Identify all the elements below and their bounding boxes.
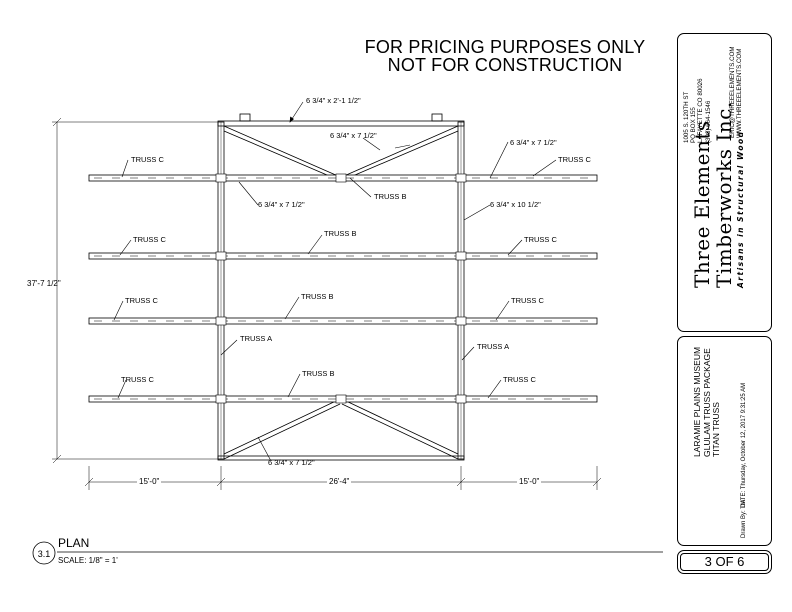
label-brace-top: 6 3/4" x 7 1/2" [330,131,377,140]
bottom-chord [217,455,465,461]
dim-left: 15'-0" [137,477,162,486]
plan-title: PLAN [58,536,90,550]
title-block-company [677,33,772,332]
project-description: LARAMIE PLAINS MUSEUM GLULAM TRUSS PACKA… [692,347,722,457]
label-truss-c-4r: TRUSS C [503,375,536,384]
label-col-right: 6 3/4" x 10 1/2" [490,200,541,209]
label-brace-bottom: 6 3/4" x 7 1/2" [268,458,315,467]
company-website: WWW.THREEELEMENTS.COM [736,48,744,138]
drawing-date: DATE: Thursday, October 12, 2017 9:31:25… [741,382,747,508]
label-truss-c-2r: TRUSS C [524,235,557,244]
label-truss-b-3: TRUSS B [301,292,334,301]
label-beam-top: 6 3/4" x 2'-1 1/2" [306,96,361,105]
truss-row-2 [88,252,598,260]
dim-overall-vertical: 37'-7 1/2" [27,279,61,288]
label-left-mid: 6 3/4" x 7 1/2" [258,200,305,209]
bottom-brace-left [223,399,341,460]
top-header-beam [217,120,465,127]
title-block-project [677,336,772,546]
label-truss-a-right: TRUSS A [477,342,510,351]
label-truss-c-1r: TRUSS C [558,155,591,164]
company-name-line-1: Three Elements [690,120,714,288]
label-truss-c-3l: TRUSS C [125,296,158,305]
dim-right: 15'-0" [517,477,542,486]
top-header-tab-right [431,113,443,122]
label-truss-c-4l: TRUSS C [121,375,154,384]
detail-number: 3.1 [37,549,51,559]
company-tagline: Artisans in Structural Wood [736,130,745,289]
top-brace-left [223,125,339,179]
label-right-top: 6 3/4" x 7 1/2" [510,138,557,147]
company-name-line-2: Timberworks Inc. [712,101,736,288]
construction-notice: NOT FOR CONSTRUCTION [387,55,623,75]
truss-row-3 [88,317,598,325]
top-brace-right [343,125,459,179]
label-truss-a-left: TRUSS A [240,334,273,343]
label-truss-c-2l: TRUSS C [133,235,166,244]
plan-scale: SCALE: 1/8" = 1' [58,556,118,565]
bottom-brace-right [341,399,459,460]
pricing-notice: FOR PRICING PURPOSES ONLY [364,37,646,57]
label-truss-c-1l: TRUSS C [131,155,164,164]
label-truss-c-3r: TRUSS C [511,296,544,305]
dim-center: 26'-4" [327,477,352,486]
label-truss-b-4: TRUSS B [302,369,335,378]
top-header-tab-left [239,113,251,122]
sheet-number: 3 OF 6 [680,553,769,571]
label-truss-b-1: TRUSS B [374,192,407,201]
label-truss-b-2: TRUSS B [324,229,357,238]
detail-bubble [32,541,56,565]
project-line-3: TITAN TRUSS [711,402,721,457]
